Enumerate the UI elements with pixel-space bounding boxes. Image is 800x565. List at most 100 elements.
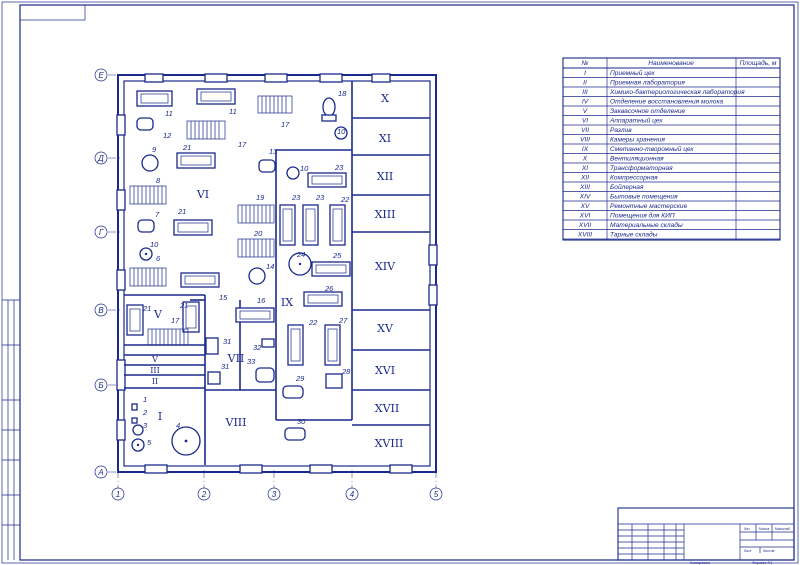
equipment-label-24: 24: [296, 250, 305, 259]
equipment-label-17-b: 17: [281, 120, 290, 129]
equipment-label-7: 7: [155, 210, 160, 219]
equipment-label-11-a: 11: [165, 109, 173, 118]
legend-row-name: Бойлерная: [610, 183, 644, 191]
axis-label-e: Е: [98, 71, 104, 80]
room-label-xv: XV: [377, 322, 394, 335]
equipment-label-33: 33: [247, 357, 256, 366]
equipment-labels: 1 2 3 4 5 6 7 8 9 10 10 10 11 11 12 13 1…: [142, 89, 351, 447]
corridor-label-iii: III: [150, 366, 159, 375]
equipment-label-22-a: 22: [340, 195, 350, 204]
equipment-label-31-a: 31: [223, 337, 231, 346]
equipment-label-14: 14: [266, 262, 274, 271]
format-label: Формат А1: [752, 560, 773, 565]
legend-row-number: XIII: [579, 184, 590, 191]
left-margin-strip: [2, 299, 20, 560]
top-stamp-box: [19, 4, 86, 21]
room-label-xi: XI: [379, 132, 391, 145]
equipment-label-3: 3: [143, 421, 148, 430]
axis-label-3: 3: [272, 490, 277, 499]
legend-row-name: Аппаратный цех: [609, 117, 663, 125]
legend-row-name: Отделение восстановления молока: [610, 98, 724, 106]
axis-label-b: Б: [98, 381, 103, 390]
equipment-label-21-d: 21: [179, 301, 188, 310]
legend-row-number: IV: [582, 99, 589, 106]
outer-walls: [116, 73, 438, 474]
legend-row-number: I: [584, 70, 586, 77]
axis-label-2: 2: [201, 490, 207, 499]
equipment-label-2: 2: [142, 408, 148, 417]
equipment-label-17-c: 17: [171, 316, 180, 325]
equipment-label-27: 27: [338, 316, 348, 325]
equipment-label-5: 5: [147, 438, 152, 447]
legend-row-name: Сметанно-творожный цех: [610, 145, 694, 153]
legend-col-number: №: [581, 60, 588, 67]
equipment-label-11-b: 11: [229, 107, 237, 116]
room-label-xiii: XIII: [375, 208, 396, 221]
legend-row-number: VIII: [580, 137, 590, 144]
equipment-label-23-a: 23: [334, 163, 344, 172]
axis-label-d: Д: [97, 154, 104, 163]
legend-row-name: Камеры хранения: [610, 137, 665, 144]
legend-row-name: Заквасочное отделение: [610, 107, 686, 115]
legend-row-name: Вентиляционная: [610, 156, 664, 163]
room-label-x: X: [381, 92, 389, 105]
equipment-label-21-b: 21: [177, 207, 186, 216]
equipment-label-31-b: 31: [221, 362, 229, 371]
equipment-label-23-b: 23: [291, 193, 301, 202]
equipment-label-17-a: 17: [238, 140, 247, 149]
axis-label-4: 4: [350, 490, 355, 499]
equipment-label-29: 29: [295, 374, 305, 383]
legend-row-number: XVI: [579, 213, 591, 220]
row-axis-markers: Е Д Г В Б А: [94, 68, 108, 479]
room-label-viii: VIII: [225, 416, 247, 429]
legend-row-name: Бытовые помещения: [610, 194, 678, 201]
legend-row-number: II: [583, 80, 587, 87]
equipment-label-1: 1: [143, 395, 147, 404]
equipment-label-16: 16: [257, 296, 266, 305]
equipment-label-30: 30: [297, 417, 306, 426]
axis-label-5: 5: [434, 490, 439, 499]
legend-row-number: XVII: [578, 222, 592, 229]
legend-row-name: Помещения для КИП: [610, 212, 675, 220]
room-label-xiv: XIV: [375, 260, 396, 273]
equipment-label-9: 9: [152, 145, 157, 154]
room-label-xvii: XVII: [375, 402, 399, 415]
legend-row-number: XIV: [579, 194, 591, 201]
legend-row-name: Ремонтные мастерские: [610, 203, 688, 210]
equipment-label-15: 15: [219, 293, 228, 302]
legend-row-name: Материальные склады: [610, 221, 683, 229]
legend-row-name: Химико-бактериологическая лаборатория: [609, 88, 745, 96]
legend-row-number: III: [582, 89, 588, 96]
equipment-label-25: 25: [332, 251, 342, 260]
legend-col-area: Площадь, м: [740, 59, 777, 67]
title-block-sheet-label: Лист: [744, 549, 752, 553]
room-label-xvi: XVI: [375, 364, 395, 377]
corridor-label-v: V: [151, 355, 158, 364]
copied-label: Копировал: [690, 560, 711, 565]
equipment-label-21-c: 21: [142, 304, 151, 313]
equipment-label-13: 13: [269, 147, 278, 156]
equipment-label-21-a: 21: [182, 143, 191, 152]
legend-row-name: Тарные склады: [610, 231, 658, 239]
corridor-label-ii: II: [152, 377, 158, 386]
axis-label-v: В: [98, 306, 104, 315]
room-label-vi: VI: [196, 188, 209, 201]
legend-row-number: V: [583, 108, 588, 115]
equipment-label-19: 19: [256, 193, 265, 202]
legend-col-name: Наименование: [648, 60, 694, 67]
legend-row-number: VI: [582, 118, 588, 125]
col-axis-markers: 1 2 3 4 5: [111, 487, 443, 501]
room-label-v: V: [153, 308, 163, 321]
room-label-ix: IX: [281, 296, 293, 309]
equipment-label-28: 28: [341, 367, 351, 376]
room-label-vii: VII: [227, 352, 245, 365]
legend-row-name: Приемная лаборатория: [610, 79, 685, 87]
axis-label-1: 1: [116, 490, 120, 499]
legend-row-number: X: [582, 156, 588, 163]
legend-row-name: Компрессорная: [610, 175, 658, 182]
room-labels: VI V VII VIII IX I X XI XII XIII XIV XV …: [150, 92, 403, 450]
title-block-sheets-label: Листов: [763, 549, 775, 553]
equipment-label-10-c: 10: [337, 127, 346, 136]
